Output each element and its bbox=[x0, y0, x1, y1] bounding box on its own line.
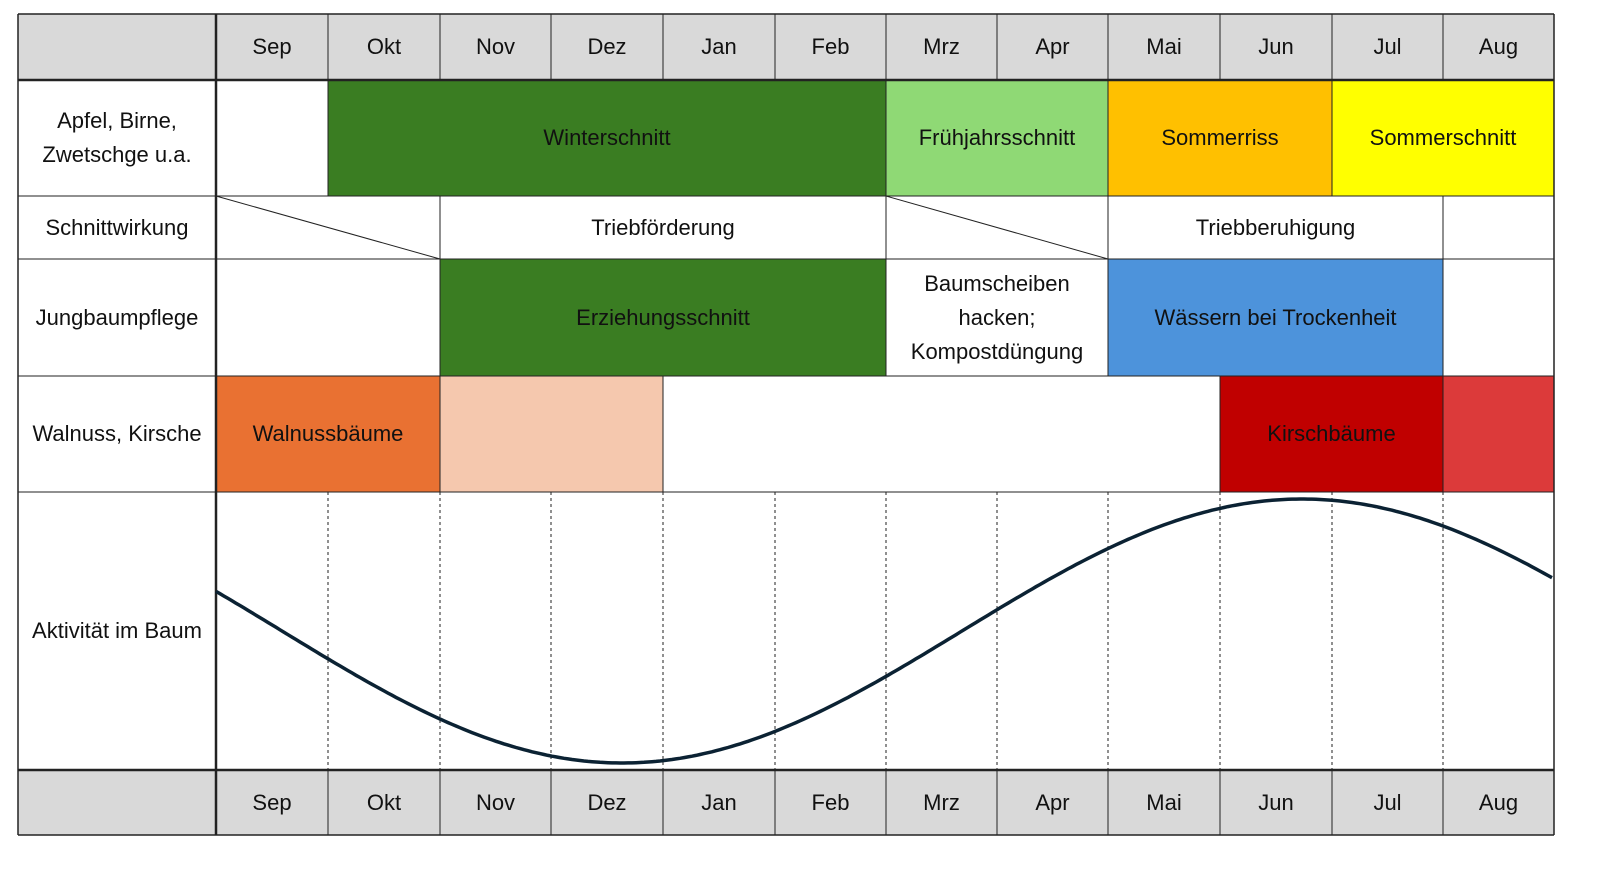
footer-month-dez: Dez bbox=[551, 770, 663, 835]
footer-corner bbox=[18, 770, 216, 835]
footer-month-feb: Feb bbox=[775, 770, 886, 835]
row-label-young: Jungbaumpflege bbox=[18, 259, 216, 376]
footer-month-jul: Jul bbox=[1332, 770, 1443, 835]
footer-month-mai: Mai bbox=[1108, 770, 1220, 835]
row-label-activity: Aktivität im Baum bbox=[18, 492, 216, 770]
bar-summer-cut: Sommerschnitt bbox=[1332, 80, 1554, 196]
header-month-mrz: Mrz bbox=[886, 14, 997, 80]
diagonal-mrz-apr bbox=[885, 195, 1109, 260]
bar-training: Erziehungsschnitt bbox=[440, 259, 886, 376]
header-month-nov: Nov bbox=[440, 14, 551, 80]
bar-hoe: Baumscheiben hacken; Kompostdüngung bbox=[910, 270, 1084, 364]
header-month-jun: Jun bbox=[1220, 14, 1332, 80]
diagonal-sep-nov bbox=[215, 195, 441, 260]
footer-month-aug: Aug bbox=[1443, 770, 1554, 835]
bar-water: Wässern bei Trockenheit bbox=[1108, 259, 1443, 376]
bar-cherry: Kirschbäume bbox=[1220, 376, 1443, 492]
row-label-fruit: Apfel, Birne, Zwetschge u.a. bbox=[18, 80, 216, 196]
footer-month-mrz: Mrz bbox=[886, 770, 997, 835]
bar-spring: Frühjahrsschnitt bbox=[886, 80, 1108, 196]
header-month-aug: Aug bbox=[1443, 14, 1554, 80]
header-month-dez: Dez bbox=[551, 14, 663, 80]
footer-month-sep: Sep bbox=[216, 770, 328, 835]
footer-month-jan: Jan bbox=[663, 770, 775, 835]
row-label-nut: Walnuss, Kirsche bbox=[18, 376, 216, 492]
bar-summer-tear: Sommerriss bbox=[1108, 80, 1332, 196]
header-month-okt: Okt bbox=[328, 14, 440, 80]
bar-promote: Triebförderung bbox=[591, 214, 735, 240]
bar-cherry-extension bbox=[1443, 376, 1554, 492]
header-month-mai: Mai bbox=[1108, 14, 1220, 80]
activity-curve bbox=[215, 497, 1553, 765]
header-month-jan: Jan bbox=[663, 14, 775, 80]
header-month-apr: Apr bbox=[997, 14, 1108, 80]
bar-winter: Winterschnitt bbox=[328, 80, 886, 196]
bar-calm: Triebberuhigung bbox=[1195, 214, 1356, 240]
header-month-feb: Feb bbox=[775, 14, 886, 80]
footer-month-nov: Nov bbox=[440, 770, 551, 835]
footer-month-jun: Jun bbox=[1220, 770, 1332, 835]
header-month-sep: Sep bbox=[216, 14, 328, 80]
bar-walnut: Walnussbäume bbox=[216, 376, 440, 492]
header-month-jul: Jul bbox=[1332, 14, 1443, 80]
row-label-effect: Schnittwirkung bbox=[18, 196, 216, 259]
header-corner bbox=[18, 14, 216, 80]
footer-month-apr: Apr bbox=[997, 770, 1108, 835]
footer-month-okt: Okt bbox=[328, 770, 440, 835]
bar-walnut-extension bbox=[440, 376, 663, 492]
